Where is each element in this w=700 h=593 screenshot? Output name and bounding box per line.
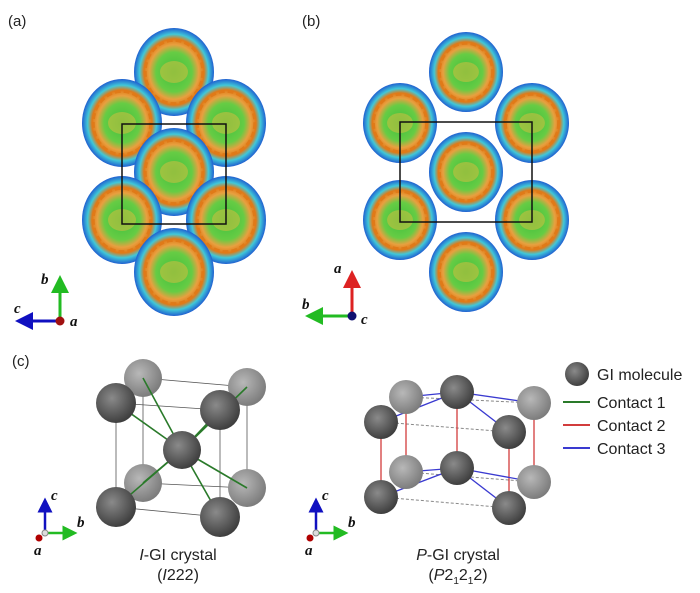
panel-c-label: (c) xyxy=(12,353,30,370)
i-gi-crystal-model xyxy=(96,359,266,537)
axis-label-up: b xyxy=(41,272,49,288)
panel-b-axes: a b c xyxy=(302,261,368,328)
i-gi-crystal-caption: I-GI crystal xyxy=(139,547,216,564)
axis-label-left: c xyxy=(14,301,21,317)
axis-label-right: b xyxy=(77,515,85,531)
legend-label: Contact 2 xyxy=(597,418,666,435)
gi-molecule-sphere xyxy=(492,491,526,525)
p-gi-crystal-caption: P-GI crystal xyxy=(416,547,500,564)
gi-molecule-ribbon xyxy=(82,79,162,167)
panel-b-unit-cell xyxy=(399,121,533,223)
i-gi-space-group: (I222) xyxy=(157,567,199,584)
axis-label-origin: a xyxy=(70,314,78,330)
p-gi-crystal-model xyxy=(364,375,551,525)
gi-molecule-sphere xyxy=(364,480,398,514)
panel-b-label: (b) xyxy=(302,13,320,30)
gi-molecule-sphere xyxy=(364,405,398,439)
p-gi-axes: c b a xyxy=(305,488,356,559)
panel-a-axes: b c a xyxy=(14,272,78,330)
gi-molecule-sphere xyxy=(517,465,551,499)
gi-molecule-sphere xyxy=(389,455,423,489)
axis-dot-c xyxy=(347,311,357,321)
legend-label: GI molecule xyxy=(597,367,682,384)
gi-molecule-sphere xyxy=(200,497,240,537)
legend: GI molecule Contact 1 Contact 2 Contact … xyxy=(563,362,682,458)
gi-molecule-ribbon xyxy=(429,32,503,112)
gi-molecule-sphere xyxy=(200,390,240,430)
gi-molecule-sphere xyxy=(440,451,474,485)
gi-molecule-sphere xyxy=(389,380,423,414)
legend-label: Contact 3 xyxy=(597,441,666,458)
panel-b-packing xyxy=(363,32,569,312)
axis-label-left: b xyxy=(302,297,310,313)
gi-molecule-sphere xyxy=(492,415,526,449)
panel-a-label: (a) xyxy=(8,13,26,30)
gi-molecule-sphere xyxy=(163,431,201,469)
axis-label-up: a xyxy=(334,261,342,277)
gi-molecule-ribbon xyxy=(429,132,503,212)
legend-sphere-icon xyxy=(565,362,589,386)
panel-a-unit-cell xyxy=(121,123,227,225)
axis-label-origin: a xyxy=(305,543,313,559)
axis-label-origin: a xyxy=(34,543,42,559)
gi-molecule-ribbon xyxy=(429,232,503,312)
axis-label-up: c xyxy=(51,488,58,504)
gi-molecule-sphere xyxy=(96,487,136,527)
axis-label-origin: c xyxy=(361,312,368,328)
axis-label-up: c xyxy=(322,488,329,504)
gi-molecule-sphere xyxy=(96,383,136,423)
panel-a-packing xyxy=(82,28,266,316)
axis-dot-a xyxy=(55,316,65,326)
p-gi-space-group: (P21212) xyxy=(428,567,487,587)
gi-molecule-ribbon xyxy=(134,228,214,316)
gi-molecule-ribbon xyxy=(134,28,214,116)
gi-molecule-sphere xyxy=(517,386,551,420)
axis-label-right: b xyxy=(348,515,356,531)
legend-label: Contact 1 xyxy=(597,395,666,412)
i-gi-axes: c b a xyxy=(34,488,85,559)
gi-molecule-sphere xyxy=(440,375,474,409)
